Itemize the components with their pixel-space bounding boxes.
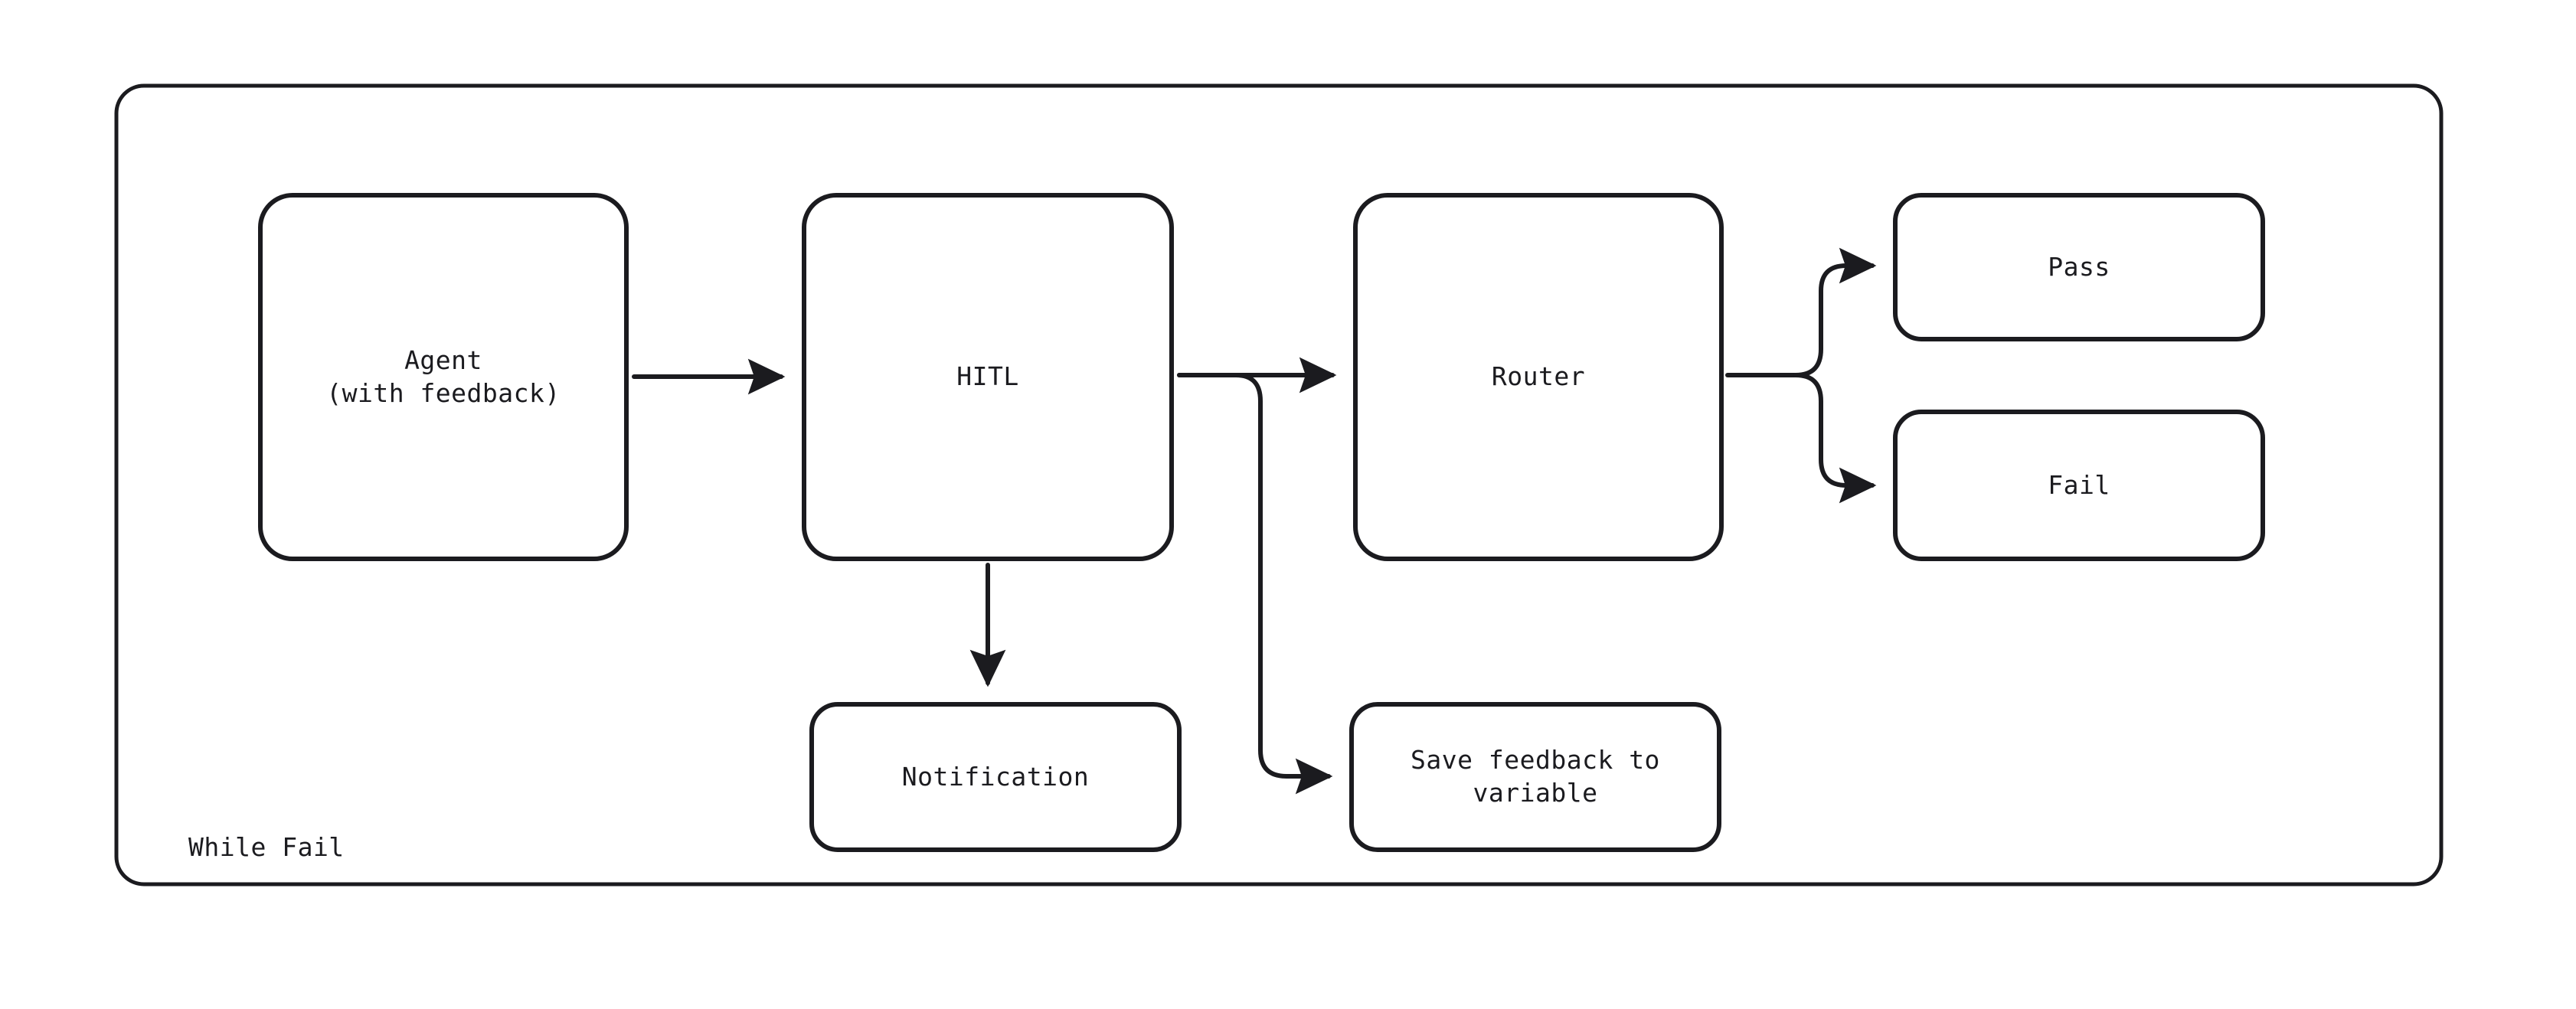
edge-router-to-fail [1793,373,1877,504]
fail-node-label[interactable]: Fail [2048,469,2110,500]
agent-node-outline[interactable] [258,193,629,561]
hitl-node-label[interactable]: HITL [956,361,1019,392]
save-feedback-node-label[interactable]: Save feedback to variable [1411,745,1660,808]
pass-node-label[interactable]: Pass [2048,251,2110,282]
save-feedback-node-outline[interactable] [1349,702,1721,852]
while-fail-container-outline [114,83,2444,887]
fail-node-outline[interactable] [1893,410,2265,561]
agent-node-label[interactable]: Agent (with feedback) [326,344,561,408]
while-fail-group-label: While Fail [188,832,345,862]
edge-router-to-pass [1793,247,1877,377]
hitl-node-outline[interactable] [802,193,1174,561]
pass-node-outline[interactable] [1893,193,2265,341]
edge-hitl-to-save-feedback [1177,373,1333,795]
notification-node-outline[interactable] [809,702,1182,852]
router-node-label[interactable]: Router [1491,361,1586,392]
router-node-outline[interactable] [1353,193,1724,561]
notification-node-label[interactable]: Notification [901,761,1090,792]
